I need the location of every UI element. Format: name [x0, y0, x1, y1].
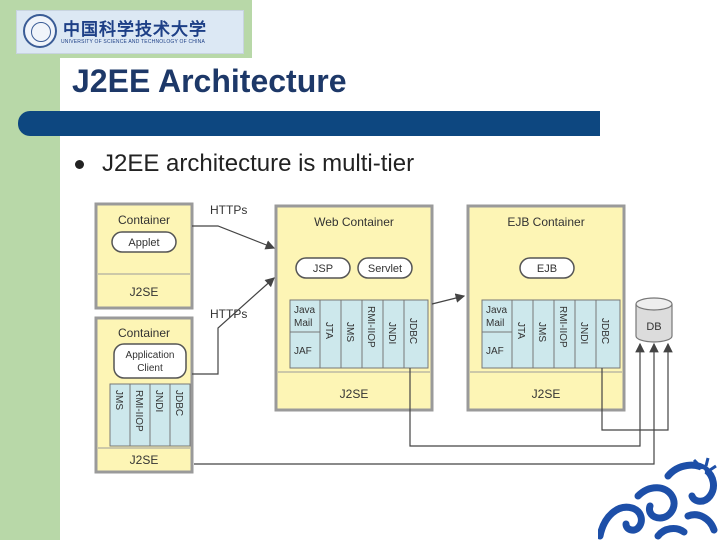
ejb-label: EJB [537, 263, 557, 275]
servlet-label: Servlet [368, 263, 402, 275]
database-label: DB [646, 321, 661, 333]
app-client-container-label: Container [118, 326, 170, 340]
ejb-api-jms: JMS [536, 322, 547, 342]
jsp-label: JSP [313, 263, 333, 275]
application-client-container: Container Application Client JMS RMI-IIO… [94, 316, 194, 474]
web-api-jndi: JNDI [386, 322, 397, 344]
ejb-api-jdbc: JDBC [599, 318, 610, 344]
bullet-icon [75, 160, 84, 169]
servlet-box [357, 257, 413, 279]
web-mail-label: Mail [294, 318, 312, 329]
jsp-box [295, 257, 351, 279]
web-api-jdbc: JDBC [407, 318, 418, 344]
applet-container: Container Applet J2SE [94, 202, 194, 310]
logo-chinese-name: 中国科学技术大学 [63, 20, 207, 40]
university-seal-icon [23, 14, 57, 48]
title-underline-bar [18, 111, 600, 136]
ejb-container-label: EJB Container [507, 215, 584, 229]
ejb-mail-label: Mail [486, 318, 504, 329]
app-client-platform: J2SE [130, 453, 159, 467]
ejb-api-jndi: JNDI [578, 322, 589, 344]
https-label-top: HTTPs [210, 203, 247, 217]
ejb-platform: J2SE [532, 387, 561, 401]
connector-lines [192, 225, 673, 465]
logo-english-name: UNIVERSITY OF SCIENCE AND TECHNOLOGY OF … [61, 39, 206, 45]
ejb-container: EJB Container EJB Java Mail JAF JTA JMS … [466, 204, 626, 412]
ejb-jaf-label: JAF [486, 346, 504, 357]
application-client-box [113, 343, 187, 379]
app-client-label-1: Application [126, 350, 175, 361]
database-icon: DB [635, 297, 673, 343]
app-client-api-rmi-iiop: RMI-IIOP [133, 390, 144, 432]
dragon-emblem-icon [598, 457, 718, 540]
left-sidebar-strip [0, 0, 60, 540]
web-container: Web Container JSP Servlet Java Mail JAF … [274, 204, 434, 412]
slide-title: J2EE Architecture [72, 63, 347, 99]
web-container-label: Web Container [314, 215, 394, 229]
web-java-label: Java [294, 305, 316, 316]
ejb-api-jta: JTA [515, 322, 526, 339]
bullet-text: J2EE architecture is multi-tier [102, 150, 415, 177]
applet-container-label: Container [118, 213, 170, 227]
ejb-java-label: Java [486, 305, 508, 316]
applet-platform: J2SE [130, 285, 159, 299]
app-client-api-jms: JMS [113, 390, 124, 410]
web-platform: J2SE [340, 387, 369, 401]
app-client-label-2: Client [137, 363, 163, 374]
applet-label: Applet [128, 237, 159, 249]
web-api-rmi-iiop: RMI-IIOP [365, 306, 376, 348]
web-api-jms: JMS [344, 322, 355, 342]
web-jaf-label: JAF [294, 346, 312, 357]
applet-box [111, 231, 177, 253]
app-client-api-jdbc: JDBC [173, 390, 184, 416]
app-client-api-jndi: JNDI [153, 390, 164, 412]
web-api-jta: JTA [323, 322, 334, 339]
ejb-box [519, 257, 575, 279]
j2ee-architecture-diagram: Container Applet J2SE Container Applicat… [94, 202, 673, 474]
university-logo: 中国科学技术大学 UNIVERSITY OF SCIENCE AND TECHN… [16, 10, 244, 54]
ejb-api-rmi-iiop: RMI-IIOP [557, 306, 568, 348]
